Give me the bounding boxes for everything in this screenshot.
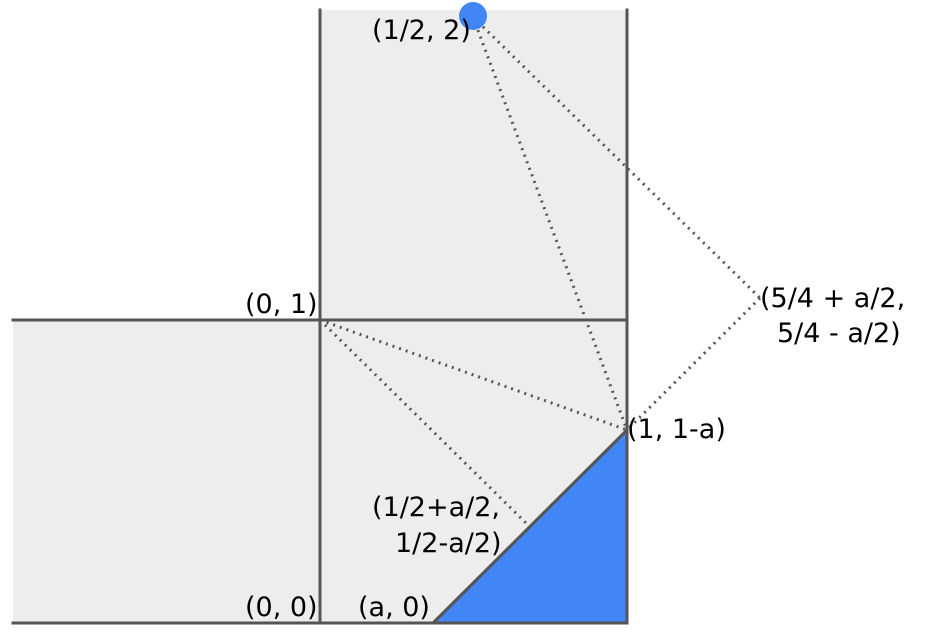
label-foot-line2: 1/2-a/2) [395, 528, 502, 559]
top-square [320, 10, 627, 320]
label-origin: (0, 0) [245, 592, 318, 623]
label-reflected-line2: 5/4 - a/2) [777, 318, 901, 349]
label-a-point: (a, 0) [358, 592, 430, 623]
label-reflected-line1: (5/4 + a/2, [760, 283, 905, 314]
label-top-point: (1/2, 2) [372, 15, 471, 46]
left-square [13, 320, 320, 623]
label-foot-line1: (1/2+a/2, [372, 492, 500, 523]
label-right-mid: (1, 1-a) [627, 414, 726, 445]
label-left-top-corner: (0, 1) [245, 289, 318, 320]
dotted-reflected-to-right-mid [625, 296, 762, 432]
top-point-marker [459, 2, 487, 30]
